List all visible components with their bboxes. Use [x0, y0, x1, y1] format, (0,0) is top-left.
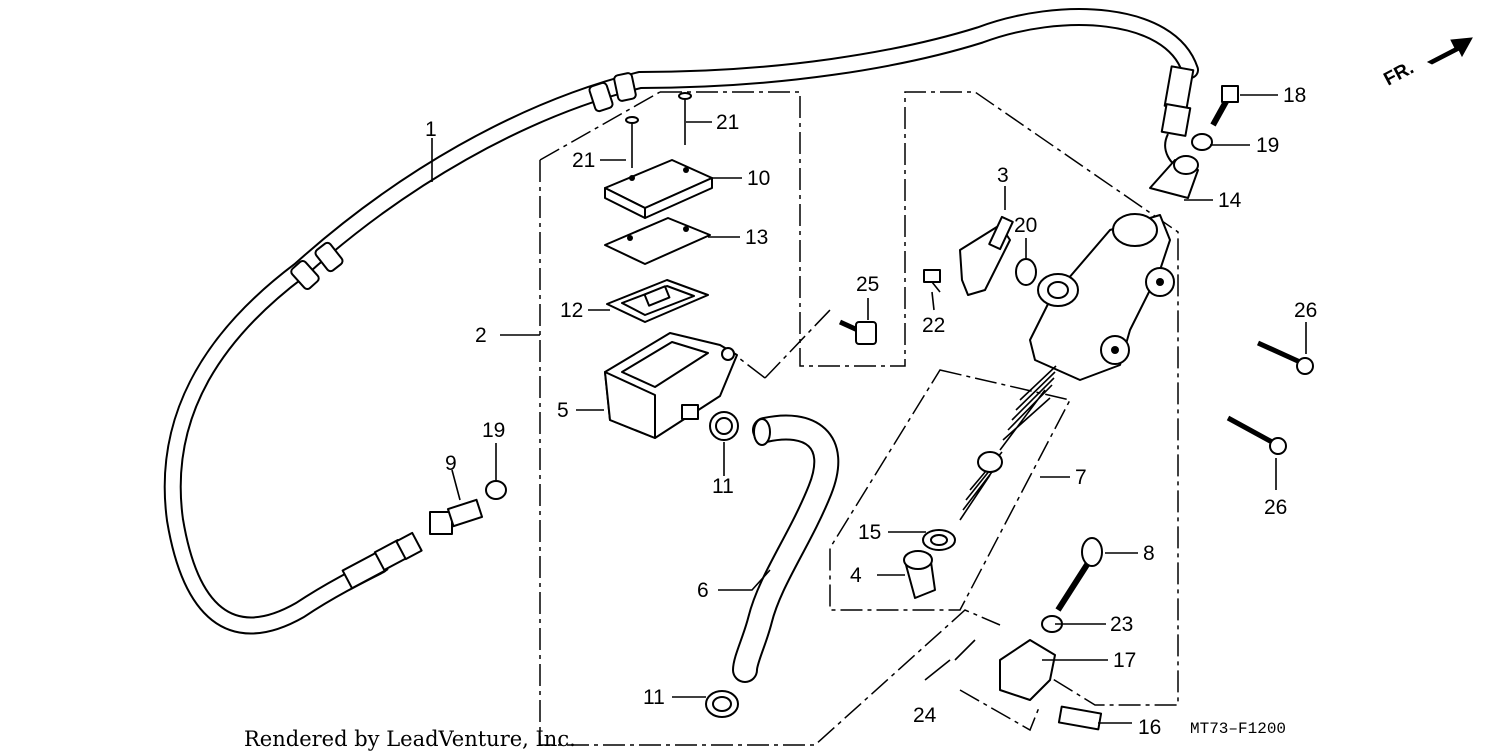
callout-7: 7 — [1075, 466, 1087, 489]
callout-16: 16 — [1138, 716, 1161, 739]
lower-joint-bolt — [429, 480, 507, 535]
upper-hose-fitting — [1160, 65, 1195, 173]
callout-6: 6 — [697, 579, 709, 602]
callout-22: 22 — [922, 314, 945, 337]
callout-24: 24 — [913, 704, 937, 727]
bleeder-bracket — [959, 215, 1014, 296]
callout-5: 5 — [557, 399, 569, 422]
callout-21-left: 21 — [572, 149, 595, 172]
callout-21-right: 21 — [716, 111, 739, 134]
switch-connector — [1057, 705, 1103, 731]
cotter-pin — [954, 639, 976, 661]
credit-text: Rendered by LeadVenture, Inc. — [244, 727, 576, 751]
callout-14: 14 — [1218, 189, 1242, 212]
front-direction-indicator: FR. — [1380, 37, 1473, 91]
lever-bracket — [999, 639, 1056, 701]
mounting-bolts — [1226, 340, 1314, 455]
cover-screws — [625, 92, 692, 168]
callout-11-lower: 11 — [643, 686, 665, 709]
callout-3: 3 — [997, 164, 1009, 187]
clutch-hose — [163, 8, 1199, 635]
lower-hose-fitting — [341, 531, 423, 590]
reservoir-plate — [604, 217, 711, 265]
callout-19-left: 19 — [482, 419, 505, 442]
pivot-bolt — [1041, 537, 1103, 633]
spring — [959, 365, 1057, 521]
callout-numbers: 1 2 3 4 5 6 7 8 9 10 11 11 12 13 14 15 1… — [425, 84, 1317, 739]
callout-9: 9 — [445, 452, 457, 475]
reservoir-cover — [604, 159, 713, 219]
reservoir-body — [604, 332, 738, 439]
reservoir-hose — [732, 414, 840, 683]
callout-15: 15 — [858, 521, 881, 544]
boot — [903, 550, 936, 599]
callout-20: 20 — [1014, 214, 1037, 237]
callout-11-upper: 11 — [712, 475, 734, 498]
o-ring — [1015, 258, 1037, 286]
hose-clip-upper — [709, 411, 739, 441]
hose-joint-washer — [1149, 155, 1199, 199]
front-arrow-icon — [1426, 37, 1473, 65]
callout-1: 1 — [425, 118, 437, 141]
front-label: FR. — [1380, 58, 1417, 91]
callout-8: 8 — [1143, 542, 1155, 565]
callout-12: 12 — [560, 299, 583, 322]
callout-17: 17 — [1113, 649, 1136, 672]
banjo-bolt — [1191, 85, 1239, 151]
callout-2: 2 — [475, 324, 487, 347]
callout-26-upper: 26 — [1294, 299, 1317, 322]
callout-25: 25 — [856, 273, 879, 296]
leader-lines — [431, 94, 1307, 724]
callout-4: 4 — [850, 564, 862, 587]
hose-clip-lower — [705, 690, 739, 718]
piston-cup — [922, 451, 1003, 551]
callout-26-lower: 26 — [1264, 496, 1287, 519]
callout-10: 10 — [747, 167, 770, 190]
bleeder-valve — [923, 269, 941, 293]
callout-13: 13 — [745, 226, 768, 249]
reservoir-diaphragm — [606, 279, 709, 323]
callout-18: 18 — [1283, 84, 1306, 107]
reservoir-bolt — [838, 319, 877, 345]
drawing-code: MT73–F1200 — [1190, 720, 1286, 738]
master-cylinder — [1029, 213, 1175, 381]
assembly-outlines — [539, 91, 1179, 746]
callout-23: 23 — [1110, 613, 1133, 636]
callout-19-right: 19 — [1256, 134, 1279, 157]
